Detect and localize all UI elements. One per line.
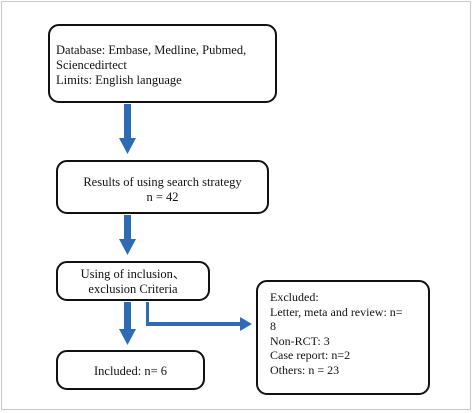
excluded-letter-meta-review-count: 8 (270, 319, 276, 333)
excluded-letter-meta-review: Letter, meta and review: n= (270, 304, 403, 319)
arrow-results-to-criteria (119, 215, 136, 255)
search-limits-line: Limits: English language (56, 73, 182, 87)
results-count: n = 42 (146, 190, 179, 204)
criteria-line-1: Using of inclusion、 (80, 267, 186, 281)
excluded-case-report: Case report: n=2 (270, 348, 351, 362)
search-strategy-box: Database: Embase, Medline, Pubmed, Scien… (48, 24, 277, 103)
arrow-criteria-to-included (119, 302, 136, 345)
search-databases-line-continued: Sciencedirtect (56, 58, 127, 72)
included-box: Included: n= 6 (56, 350, 205, 390)
excluded-heading: Excluded: (270, 290, 319, 304)
arrow-search-to-results (119, 104, 136, 154)
results-label: Results of using search strategy (83, 175, 242, 189)
excluded-others: Others: n = 23 (270, 362, 340, 377)
arrow-criteria-to-excluded (146, 302, 252, 331)
excluded-non-rct: Non-RCT: 3 (270, 333, 330, 348)
excluded-box: Excluded: Letter, meta and review: n= 8 … (256, 280, 430, 395)
search-databases-line: Database: Embase, Medline, Pubmed, (56, 43, 247, 57)
criteria-line-2: exclusion Criteria (88, 282, 178, 296)
criteria-box: Using of inclusion、 exclusion Criteria (56, 261, 210, 301)
search-results-box: Results of using search strategy n = 42 (56, 160, 269, 214)
included-count: Included: n= 6 (93, 364, 167, 378)
